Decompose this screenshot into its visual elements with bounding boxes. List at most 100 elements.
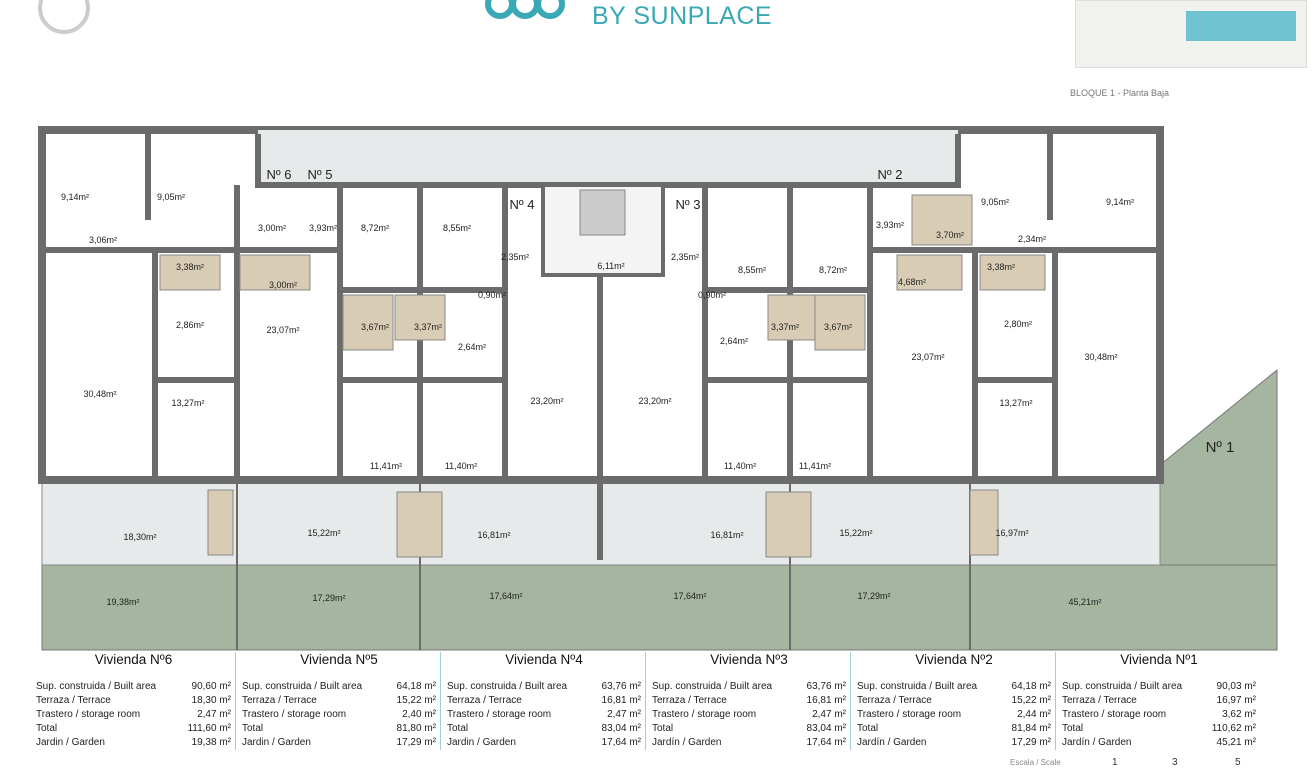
area-label: Total (857, 723, 879, 734)
scale-tick: 1 (1112, 757, 1118, 768)
area-value: 16,81 m² (806, 695, 846, 706)
room-area-label: 2,80m² (1004, 319, 1032, 329)
area-label: Jardín / Garden (652, 737, 722, 748)
room-area-label: 2,34m² (1018, 234, 1046, 244)
area-label: Sup. construida / Built area (36, 681, 157, 692)
room-area-label: 23,20m² (638, 396, 671, 406)
room-area-label: 8,72m² (361, 223, 389, 233)
area-value: 81,84 m² (1011, 723, 1051, 734)
area-label: Trastero / storage room (242, 709, 347, 720)
unit-number-marker: Nº 2 (878, 167, 903, 182)
area-label: Sup. construida / Built area (242, 681, 363, 692)
area-label: Total (652, 723, 674, 734)
area-row: Total 81,84 m² (857, 722, 1051, 736)
area-value: 15,22 m² (1011, 695, 1051, 706)
room-area-label: 23,20m² (530, 396, 563, 406)
area-value: 17,29 m² (1011, 737, 1051, 748)
terrace-area-label: 15,22m² (307, 528, 340, 538)
bathroom (814, 294, 866, 351)
area-value: 18,30 m² (191, 695, 231, 706)
unit-title: Vivienda Nº1 (1120, 652, 1198, 667)
area-row: Jardín / Garden 17,29 m² (857, 736, 1051, 750)
area-label: Terraza / Terrace (1062, 695, 1137, 706)
area-value: 2,47 m² (812, 709, 846, 720)
room-area-label: 9,05m² (157, 192, 185, 202)
area-value: 81,80 m² (396, 723, 436, 734)
room-area-label: 3,37m² (771, 322, 799, 332)
room-area-label: 3,38m² (987, 262, 1015, 272)
room-area-label: 6,11m² (597, 261, 624, 271)
room-area-label: 11,41m² (370, 461, 402, 471)
room-area-label: 3,06m² (89, 235, 117, 245)
storage-room (969, 489, 999, 556)
room-area-label: 13,27m² (171, 398, 204, 408)
site-location-map (1075, 0, 1307, 68)
area-label: Terraza / Terrace (652, 695, 727, 706)
terrace-area-label: 16,81m² (710, 530, 743, 540)
unit-number-marker: Nº 4 (510, 197, 535, 212)
room-area-label: 2,86m² (176, 320, 204, 330)
area-label: Sup. construida / Built area (857, 681, 978, 692)
room-area-label: 3,93m² (876, 220, 904, 230)
area-value: 83,04 m² (806, 723, 846, 734)
area-value: 2,40 m² (402, 709, 436, 720)
brand-logo-icon (470, 0, 580, 41)
room-area-label: 3,38m² (176, 262, 204, 272)
area-label: Total (1062, 723, 1084, 734)
bathroom (239, 254, 311, 291)
terrace-area-label: 15,22m² (839, 528, 872, 538)
area-label: Sup. construida / Built area (1062, 681, 1183, 692)
room-area-label: 9,14m² (61, 192, 89, 202)
room-area-label: 3,70m² (936, 230, 964, 240)
area-row: Terraza / Terrace 15,22 m² (857, 694, 1051, 708)
room-area-label: 3,93m² (309, 223, 337, 233)
area-label: Terraza / Terrace (857, 695, 932, 706)
area-value: 15,22 m² (396, 695, 436, 706)
room-area-label: 2,64m² (458, 342, 486, 352)
room-area-label: 0,90m² (698, 290, 726, 300)
area-label: Jardín / Garden (857, 737, 927, 748)
room-area-label: 0,90m² (478, 290, 506, 300)
room-area-label: 3,67m² (361, 322, 389, 332)
unit-title: Vivienda Nº2 (915, 652, 993, 667)
area-value: 16,81 m² (601, 695, 641, 706)
area-value: 17,29 m² (396, 737, 436, 748)
area-value: 16,97 m² (1216, 695, 1256, 706)
area-row: Terraza / Terrace 16,97 m² (1062, 694, 1256, 708)
room-area-label: 8,55m² (443, 223, 471, 233)
bathroom (342, 294, 394, 351)
unit-title: Vivienda Nº3 (710, 652, 788, 667)
area-value: 17,64 m² (806, 737, 846, 748)
bathroom (159, 254, 221, 291)
area-label: Trastero / storage room (36, 709, 141, 720)
area-label: Total (447, 723, 469, 734)
unit-number-marker: Nº 3 (676, 197, 701, 212)
area-label: Trastero / storage room (447, 709, 552, 720)
bathroom (394, 294, 446, 341)
terrace-area-label: 16,81m² (477, 530, 510, 540)
terrace-area-label: 16,97m² (995, 528, 1028, 538)
north-compass-icon (38, 0, 90, 34)
room-area-label: 3,67m² (824, 322, 852, 332)
unit-number-marker: Nº 6 (267, 167, 292, 182)
area-row: Total 83,04 m² (652, 722, 846, 736)
area-label: Trastero / storage room (857, 709, 962, 720)
